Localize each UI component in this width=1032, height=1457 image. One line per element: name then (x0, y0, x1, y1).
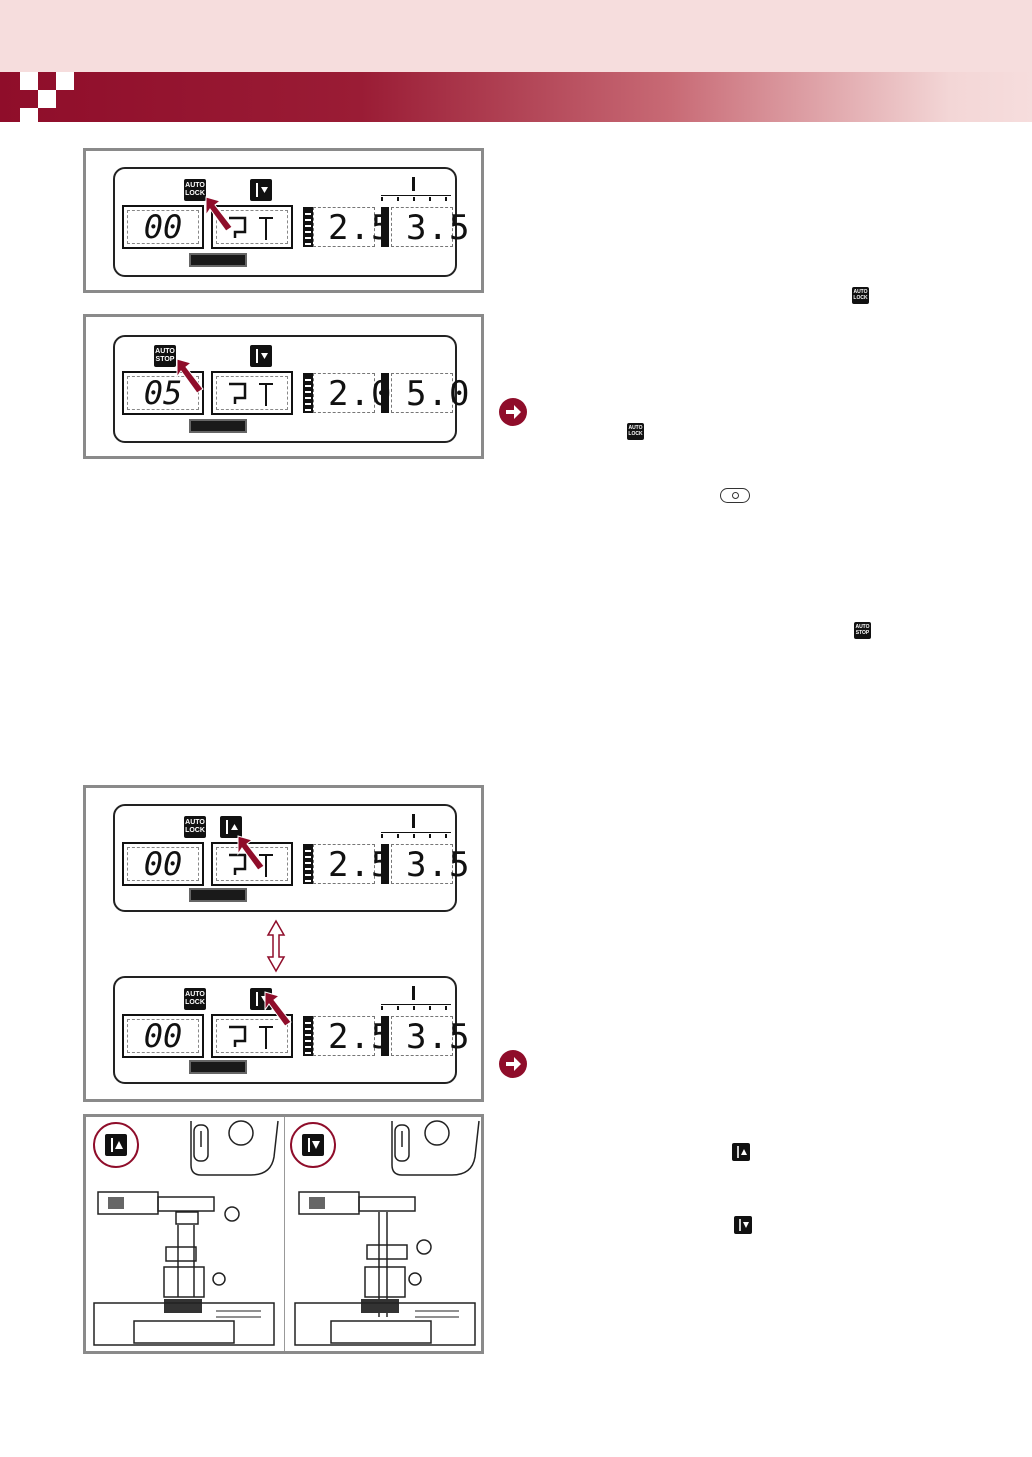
stitch-pattern-display (211, 205, 293, 249)
length-indicator (381, 373, 389, 413)
needle-up-inline-icon (732, 1143, 750, 1161)
length-indicator (381, 1016, 389, 1056)
ruler-tick (412, 986, 415, 1000)
machine-needle-up-illustration (93, 1120, 279, 1346)
status-bar (189, 253, 247, 267)
stitch-counter: 00 (122, 842, 204, 886)
double-arrow-vertical-icon (266, 919, 286, 973)
stitch-pattern-display (211, 371, 293, 415)
red-arrow-pointer-icon (264, 991, 292, 1027)
stitch-width-value: 2.5 (313, 844, 391, 885)
stitch-counter: 00 (122, 1014, 204, 1058)
needle-down-icon (250, 179, 272, 201)
stitch-length-value: 5.0 (391, 373, 469, 414)
width-ruler (381, 195, 451, 202)
stitch-length-value: 3.5 (391, 207, 469, 248)
stitch-width-value: 2.5 (313, 1016, 391, 1057)
stitch-length-value: 3.5 (391, 844, 469, 885)
needle-down-icon (250, 345, 272, 367)
needle-up-icon (220, 816, 242, 838)
stitch-length-value: 3.5 (391, 1016, 469, 1057)
red-arrow-pointer-icon (237, 835, 265, 871)
ruler-tick (412, 814, 415, 828)
circle-target-button-icon (720, 488, 750, 503)
width-indicator (303, 373, 313, 413)
needle-down-inline-icon (734, 1216, 752, 1234)
stitch-counter: 00 (122, 205, 204, 249)
stitch-width-value: 2.0 (313, 373, 391, 414)
status-bar (189, 888, 247, 902)
red-arrow-pointer-icon (176, 358, 204, 394)
red-arrow-pointer-icon (205, 196, 233, 232)
needle-position-illustration (83, 1114, 484, 1354)
stitch-pattern-display (211, 842, 293, 886)
ruler-tick (412, 177, 415, 191)
length-indicator (381, 844, 389, 884)
width-indicator (303, 1016, 313, 1056)
machine-needle-down-illustration (290, 1120, 480, 1346)
stitch-pattern-display (211, 1014, 293, 1058)
circle-arrow-right-icon (499, 398, 527, 426)
length-indicator (381, 207, 389, 247)
width-indicator (303, 207, 313, 247)
section-title-bar (0, 72, 1032, 122)
header-band (0, 0, 1032, 72)
status-bar (189, 1060, 247, 1074)
stitch-counter: 05 (122, 371, 204, 415)
width-ruler (381, 1004, 451, 1011)
width-ruler (381, 832, 451, 839)
circle-arrow-right-icon (499, 1050, 527, 1078)
stitch-width-value: 2.5 (313, 207, 391, 248)
width-indicator (303, 844, 313, 884)
status-bar (189, 419, 247, 433)
divider (284, 1117, 285, 1351)
